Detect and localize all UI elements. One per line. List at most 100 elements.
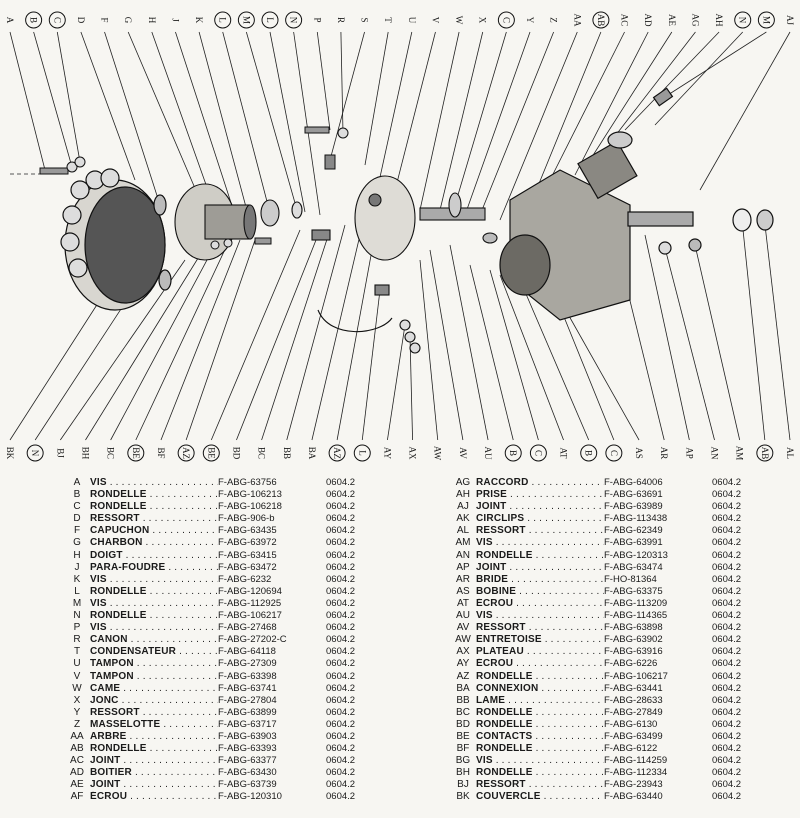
part-number: F-ABG-63499 [604, 730, 663, 742]
callout-text: X [478, 17, 488, 24]
callout-text: BC [257, 447, 267, 459]
leader-line [198, 31, 251, 223]
part-ref: BH [456, 767, 470, 779]
callout-text: K [194, 17, 204, 24]
part-number: F-ABG-63375 [604, 585, 663, 597]
callout-label: A [5, 17, 15, 24]
callout-label: C [529, 444, 547, 462]
callout-text: AG [690, 14, 700, 27]
part-number: F-ABG-63739 [218, 779, 277, 791]
leader-line [519, 279, 590, 441]
callout-label: T [383, 17, 393, 23]
part-ref: AA [70, 730, 84, 742]
callout-circle [25, 11, 43, 29]
callout-circle [261, 11, 279, 29]
leader-line [654, 31, 744, 126]
callout-circle [757, 11, 775, 29]
callout-label: P [312, 17, 322, 22]
callout-text: L [218, 17, 228, 23]
part-code: 0604.2 [326, 573, 356, 585]
part-code: 0604.2 [712, 525, 742, 537]
part-code: 0604.2 [712, 513, 742, 525]
part-number: F-ABG-63899 [218, 706, 277, 718]
leader-line [664, 247, 715, 441]
callout-circle [580, 444, 598, 462]
part-name: RESSORT [476, 779, 604, 791]
part-number: F-ABG-63435 [218, 525, 277, 537]
part-name: PARA-FOUDRE [90, 562, 218, 574]
leader-line [469, 264, 514, 441]
leader-line [286, 224, 346, 441]
callout-text: J [170, 18, 180, 22]
part-code: 0604.2 [712, 791, 742, 803]
part-ref: AL [456, 525, 470, 537]
callout-label: AB [592, 11, 610, 29]
callout-label: N [734, 11, 752, 29]
leader-line [245, 31, 298, 211]
leader-line [387, 324, 406, 441]
part-number: F-ABG-6232 [218, 573, 272, 585]
callout-text: AJ [785, 15, 795, 25]
leader-line [160, 239, 241, 441]
part-name: CIRCLIPS [476, 513, 604, 525]
part-number: F-ABG-64118 [218, 646, 276, 658]
callout-text: AY [382, 447, 392, 460]
part-ref: X [73, 694, 81, 706]
callout-label: AR [659, 447, 669, 460]
callout-text: G [123, 17, 133, 24]
leader-line [574, 31, 649, 176]
leader-line [185, 239, 256, 441]
callout-label: Z [549, 17, 559, 23]
part-name: COUVERCLE [476, 791, 604, 803]
part-ref: BA [456, 682, 470, 694]
part-number: F-ABG-63972 [218, 537, 277, 549]
part-code: 0604.2 [712, 706, 742, 718]
part-number: F-ABG-63902 [604, 634, 663, 646]
part-ref: AR [456, 573, 470, 585]
part-number: F-ABG-28633 [604, 694, 663, 706]
callout-circle [328, 444, 346, 462]
callout-label: BH [80, 447, 90, 460]
part-code: 0604.2 [326, 537, 356, 549]
callout-label: B [25, 11, 43, 29]
part-number: F-ABG-106218 [218, 501, 282, 513]
part-ref: AU [456, 610, 470, 622]
part-code: 0604.2 [712, 561, 742, 573]
part-ref: F [73, 525, 81, 537]
part-ref: U [73, 658, 81, 670]
leader-line [151, 31, 216, 211]
callout-text: AE [667, 14, 677, 26]
callout-text: AU [483, 447, 493, 460]
leader-line [741, 219, 766, 441]
callout-label: M [757, 11, 775, 29]
part-code: 0604.2 [326, 730, 356, 742]
callout-text: M [241, 16, 251, 24]
part-number: F-ABG-6130 [604, 718, 658, 730]
callout-circle [214, 11, 232, 29]
part-ref: BC [456, 706, 470, 718]
part-name: JOINT [90, 779, 218, 791]
callout-label: BB [282, 447, 292, 459]
callout-label: AD [643, 14, 653, 27]
leader-line [110, 244, 216, 441]
callout-label: AS [634, 447, 644, 459]
leader-line [9, 31, 46, 171]
part-code: 0604.2 [326, 622, 356, 634]
part-code: 0604.2 [712, 779, 742, 791]
callout-label: U [407, 17, 417, 24]
callout-label: N [285, 11, 303, 29]
part-ref: V [73, 670, 81, 682]
leader-line [336, 249, 373, 441]
part-ref: AW [455, 634, 471, 646]
part-ref: AP [456, 561, 470, 573]
part-name: VIS [476, 610, 604, 622]
